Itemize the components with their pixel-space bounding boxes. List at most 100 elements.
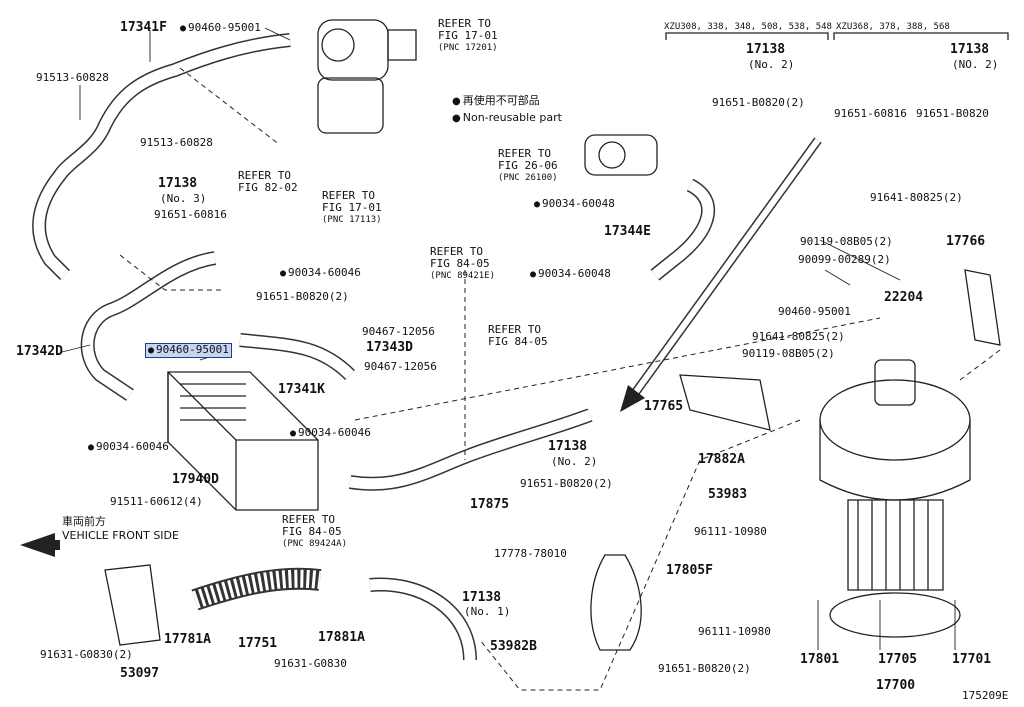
part-label[interactable]: 17765 <box>644 399 684 414</box>
part-label[interactable]: 91651-B0820(2) <box>520 477 613 490</box>
ref-title: REFER TO <box>282 513 335 526</box>
part-label[interactable]: 17138 <box>158 176 198 191</box>
part-label[interactable]: 17700 <box>876 678 916 693</box>
variant-bracket-right <box>833 32 1009 40</box>
part-label[interactable]: 91513-60828 <box>140 136 213 149</box>
ref-pnc: (PNC 89421E) <box>430 271 496 281</box>
ref-fig: FIG 84-05 <box>282 525 342 538</box>
part-label[interactable]: 90099-00289(2) <box>798 253 891 266</box>
part-label[interactable]: 91651-B0820 <box>916 107 989 120</box>
refer-fig-17-01-b[interactable]: REFER TO FIG 17-01 (PNC 17113) <box>322 190 382 226</box>
ref-pnc: (PNC 17113) <box>322 215 382 225</box>
refer-fig-26-06[interactable]: REFER TO FIG 26-06 (PNC 26100) <box>498 148 558 184</box>
part-label: (No. 3) <box>160 192 207 205</box>
part-label[interactable]: 17701 <box>952 652 992 667</box>
part-label[interactable]: 91641-80825(2) <box>870 191 963 204</box>
part-label[interactable]: 90119-08B05(2) <box>800 235 893 248</box>
refer-fig-84-05-a[interactable]: REFER TO FIG 84-05 (PNC 89421E) <box>430 246 495 282</box>
part-label[interactable]: 90119-08B05(2) <box>742 347 835 360</box>
refer-fig-17-01-a[interactable]: REFER TO FIG 17-01 (PNC 17201) <box>438 18 498 54</box>
part-label[interactable]: 91651-B0820(2) <box>658 662 751 675</box>
part-label[interactable]: 91651-60816 <box>154 208 227 221</box>
part-label[interactable]: 90034-60048 <box>530 268 611 281</box>
part-label[interactable]: 91513-60828 <box>36 71 109 84</box>
part-label[interactable]: 17875 <box>470 497 510 512</box>
part-label-selected[interactable]: 90460-95001 <box>145 343 232 358</box>
part-label[interactable]: 53983 <box>708 487 748 502</box>
vehicle-front-arrow-icon <box>20 533 60 557</box>
ref-title: REFER TO <box>498 147 551 160</box>
duct-53097 <box>104 564 161 646</box>
part-label[interactable]: 90467-12056 <box>362 325 435 338</box>
part-label[interactable]: 91631-G0830(2) <box>40 648 133 661</box>
part-label[interactable]: 96111-10980 <box>698 625 771 638</box>
part-label[interactable]: 90034-60046 <box>290 427 371 440</box>
ref-title: REFER TO <box>322 189 375 202</box>
part-label[interactable]: 17781A <box>164 632 211 647</box>
leader-lines <box>61 27 956 650</box>
refer-fig-82-02[interactable]: REFER TO FIG 82-02 <box>238 170 298 194</box>
refer-fig-84-05-c[interactable]: REFER TO FIG 84-05 (PNC 89424A) <box>282 514 347 550</box>
legend-jp: 再使用不可部品 <box>452 95 540 108</box>
part-label[interactable]: 17341F <box>120 20 167 35</box>
part-label[interactable]: 96111-10980 <box>694 525 767 538</box>
part-label[interactable]: 91651-B0820(2) <box>256 290 349 303</box>
part-label[interactable]: 17805F <box>666 563 713 578</box>
part-label[interactable]: 53982B <box>490 639 537 654</box>
part-label[interactable]: 17778-78010 <box>494 547 567 560</box>
part-label[interactable]: 17138 <box>746 42 786 57</box>
part-label[interactable]: 53097 <box>120 666 160 681</box>
part-label: (No. 2) <box>748 58 795 71</box>
part-label[interactable]: 17801 <box>800 652 840 667</box>
part-label: (No. 2) <box>551 455 598 468</box>
part-label[interactable]: 17341K <box>278 382 325 397</box>
ref-title: REFER TO <box>238 169 291 182</box>
variant-label-left: XZU308, 338, 348, 508, 538, 548 <box>664 22 832 32</box>
ref-pnc: (PNC 17201) <box>438 43 498 53</box>
variant-label-right: XZU368, 378, 388, 568 <box>836 22 950 32</box>
part-label: (No. 1) <box>464 605 511 618</box>
part-label[interactable]: 17940D <box>172 472 219 487</box>
part-label[interactable]: 90460-95001 <box>180 22 261 35</box>
part-label[interactable]: 17344E <box>604 224 651 239</box>
part-label[interactable]: 22204 <box>884 290 924 305</box>
part-label[interactable]: 90467-12056 <box>364 360 437 373</box>
ref-title: REFER TO <box>488 323 541 336</box>
legend-en: Non-reusable part <box>452 112 562 125</box>
part-label[interactable]: 91651-60816 <box>834 107 907 120</box>
turbocharger-outline <box>317 19 417 134</box>
part-label[interactable]: 17138 <box>462 590 502 605</box>
part-label[interactable]: 91511-60612(4) <box>110 495 203 508</box>
ref-fig: FIG 26-06 <box>498 159 558 172</box>
part-label[interactable]: 17138 <box>950 42 990 57</box>
part-label[interactable]: 90034-60048 <box>534 198 615 211</box>
inlet-17805f <box>590 554 642 651</box>
diagram-id: 175209E <box>962 689 1009 702</box>
direction-jp: 車両前方 <box>62 515 106 528</box>
part-label[interactable]: 17751 <box>238 636 278 651</box>
ref-fig: FIG 84-05 <box>488 335 548 348</box>
part-label[interactable]: 90034-60046 <box>280 267 361 280</box>
bracket-17766 <box>964 269 1001 346</box>
bracket-17765 <box>679 374 771 431</box>
part-label[interactable]: 91651-B0820(2) <box>712 96 805 109</box>
part-label[interactable]: 17342D <box>16 344 63 359</box>
part-label[interactable]: 91641-80825(2) <box>752 330 845 343</box>
ref-fig: FIG 17-01 <box>438 29 498 42</box>
part-label[interactable]: 17343D <box>366 340 413 355</box>
part-label[interactable]: 17881A <box>318 630 365 645</box>
part-label[interactable]: 90460-95001 <box>778 305 851 318</box>
part-label[interactable]: 91631-G0830 <box>274 657 347 670</box>
refer-fig-84-05-b[interactable]: REFER TO FIG 84-05 <box>488 324 548 348</box>
ref-title: REFER TO <box>430 245 483 258</box>
part-label[interactable]: 17138 <box>548 439 588 454</box>
part-label[interactable]: 17882A <box>698 452 745 467</box>
ref-fig: FIG 17-01 <box>322 201 382 214</box>
part-label[interactable]: 17766 <box>946 234 986 249</box>
ref-fig: FIG 84-05 <box>430 257 490 270</box>
part-label[interactable]: 17705 <box>878 652 918 667</box>
ref-fig: FIG 82-02 <box>238 181 298 194</box>
part-label[interactable]: 90034-60046 <box>88 441 169 454</box>
